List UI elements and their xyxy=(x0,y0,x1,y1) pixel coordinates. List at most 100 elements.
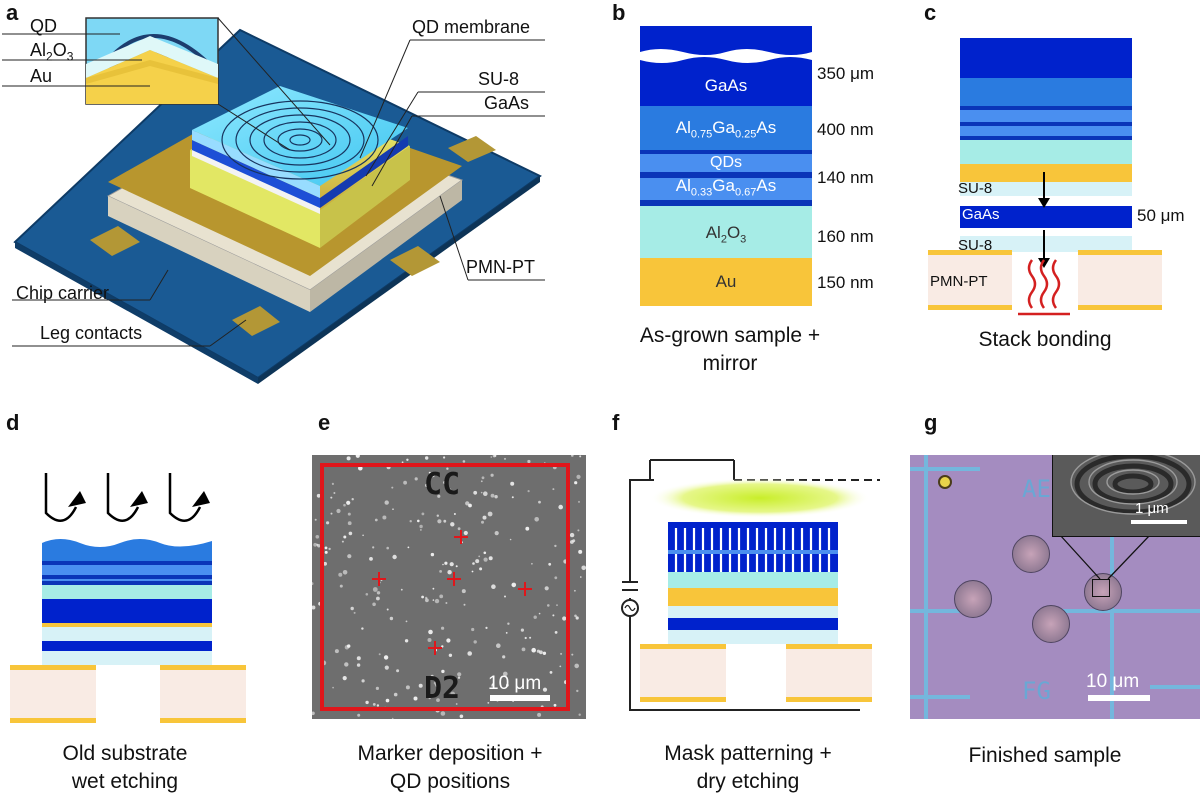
qd-dot xyxy=(435,683,439,687)
qd-dot xyxy=(579,455,582,458)
qd-dot xyxy=(441,669,445,674)
marker-frame xyxy=(320,463,570,711)
qd-dot xyxy=(482,515,487,520)
qd-dot xyxy=(527,459,531,464)
qd-dot xyxy=(376,591,381,595)
layer-label-gaas: GaAs xyxy=(704,76,748,95)
qd-dot xyxy=(494,495,498,499)
qd-dot xyxy=(437,519,442,524)
scale-label-e: 10 μm xyxy=(488,673,542,694)
qd-dot xyxy=(404,639,409,643)
qd-dot xyxy=(375,686,379,690)
qd-dot xyxy=(350,606,354,611)
qd-dot xyxy=(554,544,557,548)
qd-dot xyxy=(453,513,456,515)
qd-dot xyxy=(315,535,320,539)
qd-dot xyxy=(407,546,410,549)
qd-dot xyxy=(432,587,435,590)
qd-dot xyxy=(538,500,541,504)
qd-dot xyxy=(338,572,343,577)
qd-dot xyxy=(560,652,563,655)
qd-dot xyxy=(481,476,485,480)
qd-dot xyxy=(574,589,576,592)
qd-dot xyxy=(372,587,378,592)
qd-dot xyxy=(442,563,444,566)
caption-f: Mask patterning +dry etching xyxy=(664,742,832,793)
qd-dot xyxy=(405,685,410,690)
qd-dot xyxy=(436,514,439,517)
qd-dot xyxy=(332,686,334,689)
qd-dot xyxy=(547,604,550,607)
heat-icon xyxy=(1027,259,1061,309)
qd-dot xyxy=(534,517,539,522)
qd-dot xyxy=(448,653,453,657)
label-su8: SU-8 xyxy=(478,69,520,89)
qd-dot xyxy=(465,501,470,506)
qd-dot xyxy=(417,519,420,523)
qd-dot xyxy=(425,598,429,603)
qd-dot xyxy=(441,645,444,648)
qd-dot xyxy=(351,498,354,501)
qd-dot xyxy=(575,616,579,620)
qd-dot xyxy=(521,647,526,652)
qd-dot xyxy=(485,626,488,629)
qd-dot xyxy=(347,512,351,516)
qd-dot xyxy=(542,651,547,655)
marker-label-top: CC xyxy=(424,467,461,502)
qd-dot xyxy=(531,562,533,565)
qd-dot xyxy=(386,608,389,611)
bullseye-rings xyxy=(221,100,379,180)
qd-dot xyxy=(330,512,333,515)
qd-dot xyxy=(496,643,501,648)
qd-dot xyxy=(443,519,447,523)
qd-dot xyxy=(391,486,394,489)
scale-label-g: 10 μm xyxy=(1086,671,1140,692)
qd-dot xyxy=(356,663,361,667)
qd-dot xyxy=(372,546,375,549)
qd-dot xyxy=(419,524,423,529)
qd-dot xyxy=(487,702,490,704)
layer-algaas-top xyxy=(640,106,812,150)
qd-dot xyxy=(342,570,348,575)
qd-dot xyxy=(480,491,483,494)
label-c-gaas-thickness: 50 μm xyxy=(1137,206,1185,225)
leg-contact xyxy=(448,136,496,162)
caption-c: Stack bonding xyxy=(978,328,1112,351)
qd-dot xyxy=(529,636,532,639)
zoom-box xyxy=(1092,579,1110,597)
label-gaas: GaAs xyxy=(484,93,530,113)
qd-dot xyxy=(446,467,449,470)
qd-dot xyxy=(358,465,363,471)
qd-dot xyxy=(490,456,493,458)
qd-dot xyxy=(480,480,483,483)
scale-label-inset: 1 μm xyxy=(1135,500,1169,517)
caption-b: As-grown sample +mirror xyxy=(639,324,821,375)
qd-dot xyxy=(326,521,330,525)
qd-dot xyxy=(574,614,577,618)
layer-al2o3 xyxy=(640,206,812,258)
qd-dot xyxy=(539,650,543,655)
qd-dot xyxy=(418,683,423,688)
qd-dot xyxy=(562,616,567,621)
thickness-au: 150 nm xyxy=(817,273,874,292)
qd-dot xyxy=(475,559,480,564)
qd-dot xyxy=(369,557,373,561)
qd-dot xyxy=(473,490,478,495)
qd-dot xyxy=(357,713,361,717)
qd-dot xyxy=(548,562,552,566)
panel-d-wet-etching xyxy=(10,473,246,723)
qd-dot xyxy=(531,647,536,653)
qd-dot xyxy=(400,588,403,591)
qd-dot xyxy=(490,493,495,498)
qd-dot xyxy=(439,594,444,599)
qd-dot xyxy=(346,456,351,461)
panel-label-f: f xyxy=(612,410,620,435)
qd-dot xyxy=(443,481,447,484)
pmnpt-right xyxy=(1078,250,1162,310)
qd-dot xyxy=(389,616,394,621)
qd-dot xyxy=(445,602,448,604)
qd-dot xyxy=(483,551,487,555)
layer-su8-bottom xyxy=(960,236,1132,252)
qd-dot xyxy=(378,653,381,656)
qd-dot xyxy=(362,534,364,537)
